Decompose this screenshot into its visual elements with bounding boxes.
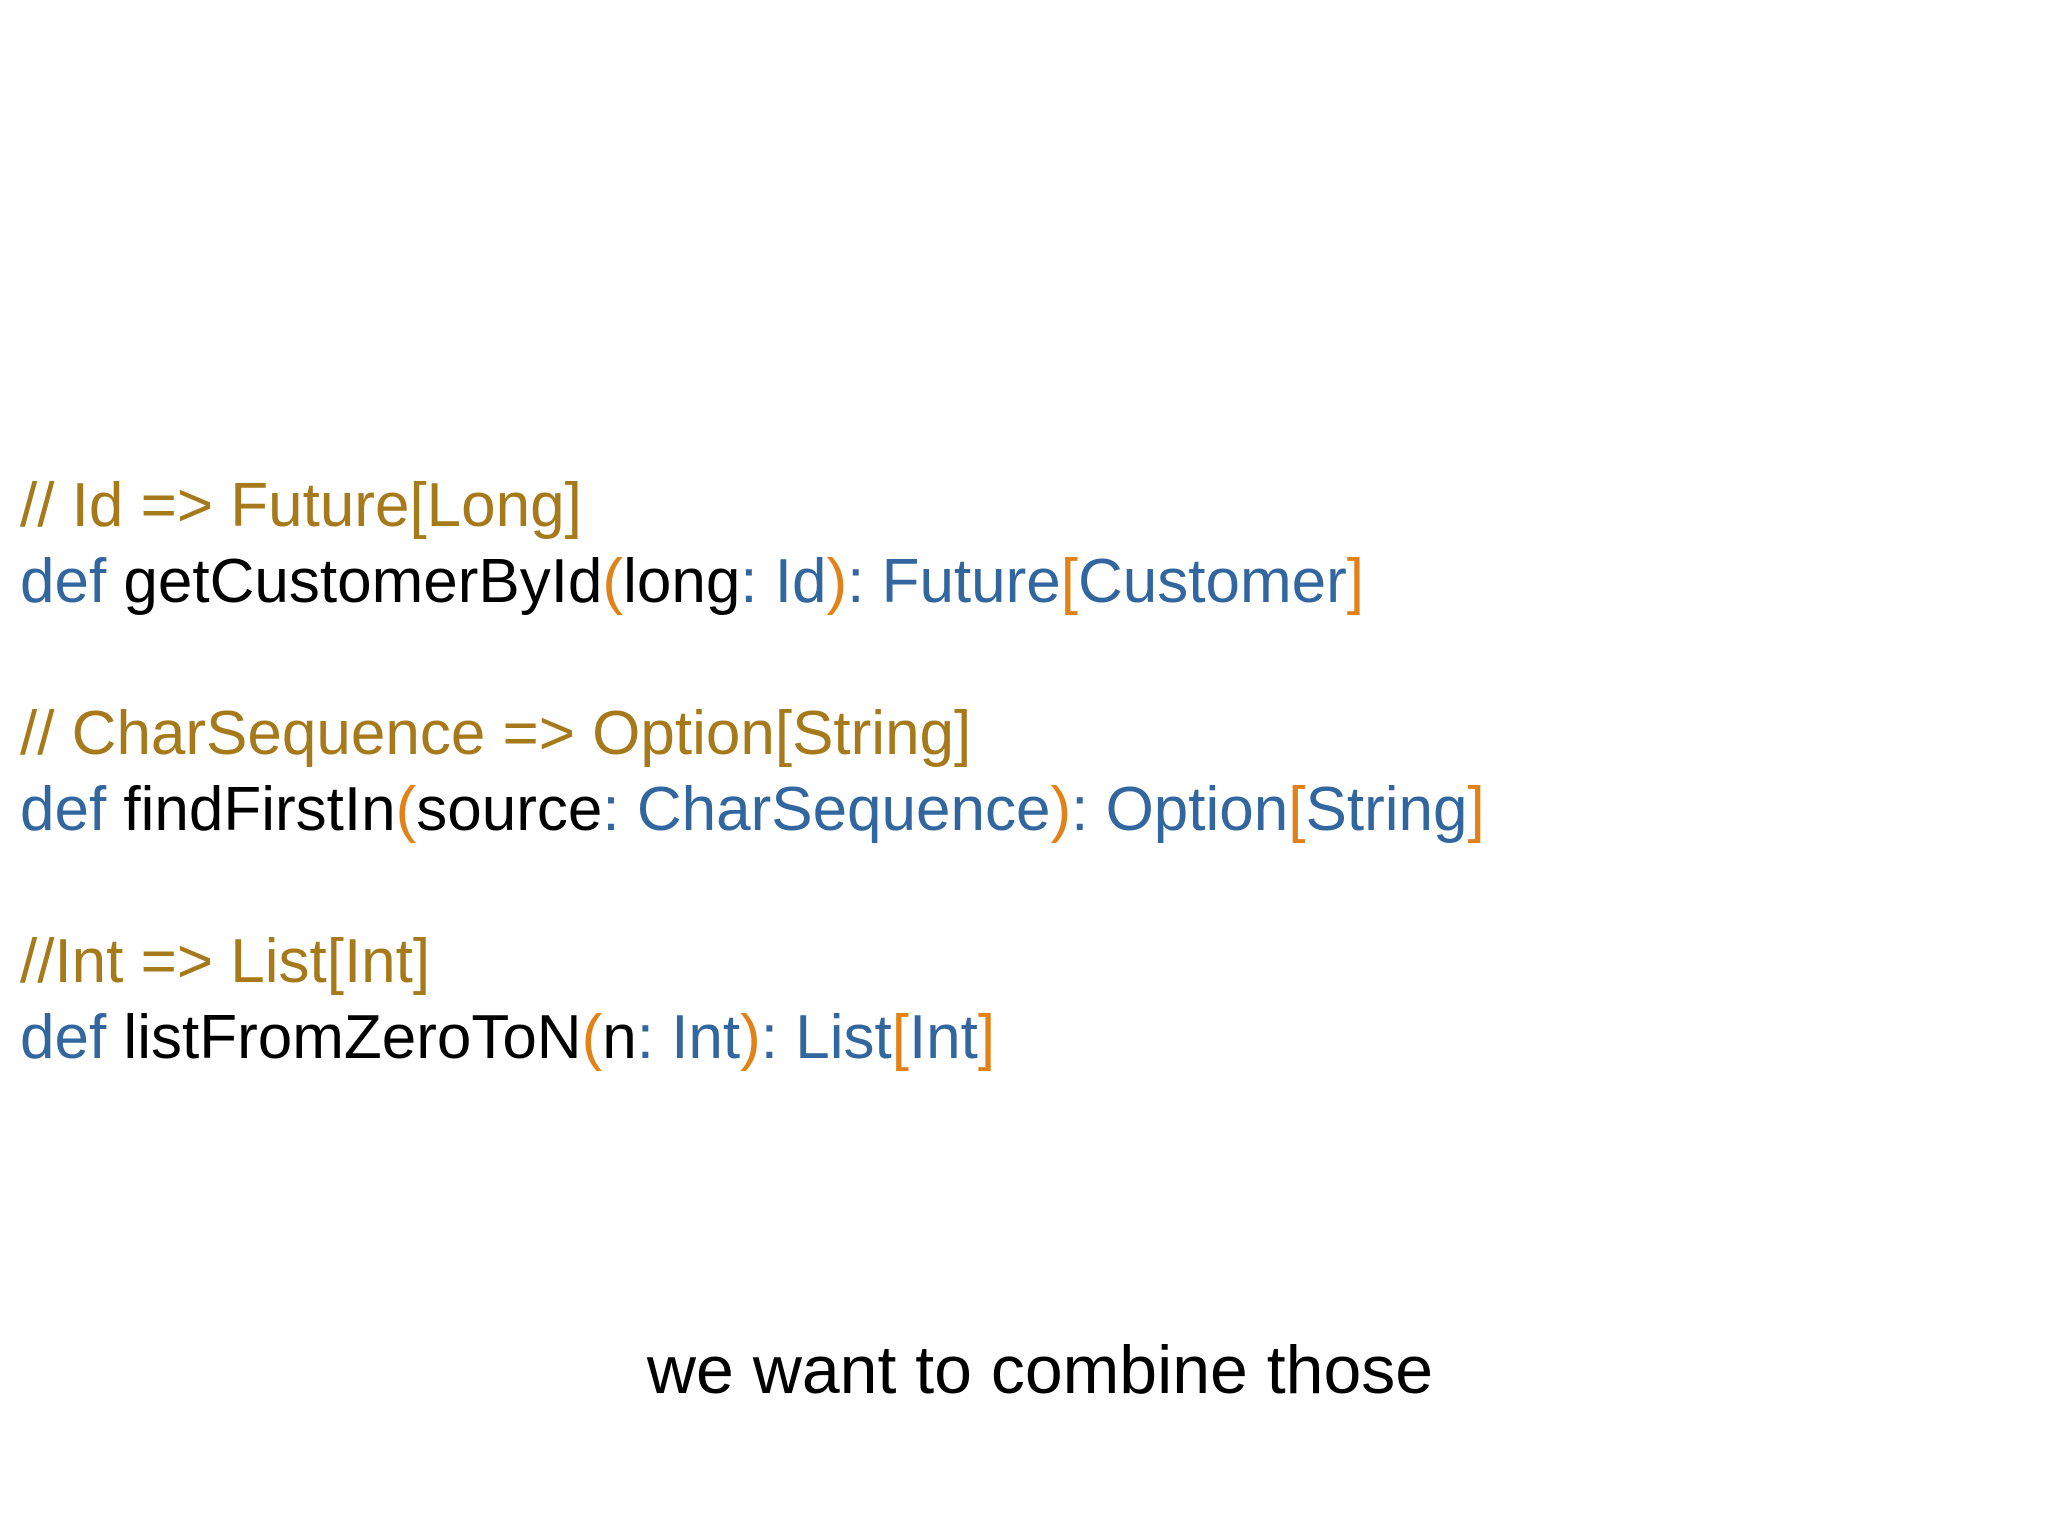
code-token-keyword: def [20, 775, 124, 844]
code-block: // Id => Future[Long]def getCustomerById… [20, 468, 1485, 620]
code-token-bracket: ( [581, 1003, 603, 1072]
code-token-type: Customer [1078, 547, 1347, 616]
code-token-bracket: [ [1288, 775, 1306, 844]
code-token-type: CharSequence [636, 775, 1051, 844]
code-token-bracket: ] [977, 1003, 996, 1072]
code-token-plain: listFromZeroToN [123, 1003, 582, 1072]
code-token-bracket: ( [602, 547, 624, 616]
code-token-type: : [847, 547, 882, 616]
code-token-bracket: ) [1050, 775, 1072, 844]
code-token-type: List [795, 1003, 892, 1072]
code-signature-line: def listFromZeroToN(n: Int): List[Int] [20, 1000, 1485, 1076]
code-token-type: Future [881, 547, 1061, 616]
code-token-bracket: ] [1346, 547, 1364, 616]
code-token-bracket: ) [826, 547, 848, 616]
code-token-plain: findFirstIn [123, 775, 396, 844]
code-token-plain: source [416, 775, 603, 844]
code-block: // CharSequence => Option[String]def fin… [20, 696, 1485, 848]
code-comment-line: //Int => List[Int] [20, 927, 431, 996]
caption-text: we want to combine those [646, 1332, 1434, 1408]
code-token-type: : [602, 775, 637, 844]
code-token-type: : [760, 1003, 796, 1072]
code-token-plain: getCustomerById [123, 547, 603, 616]
code-token-bracket: [ [891, 1003, 909, 1072]
code-token-type: : [636, 1003, 672, 1072]
code-token-plain: n [602, 1003, 637, 1072]
code-token-keyword: def [20, 547, 124, 616]
code-token-bracket: ( [395, 775, 417, 844]
code-token-type: Int [908, 1003, 978, 1072]
code-token-bracket: [ [1060, 547, 1079, 616]
code-token-plain: long [623, 547, 741, 616]
code-token-bracket: ] [1467, 775, 1485, 844]
code-signature-line: def findFirstIn(source: CharSequence): O… [20, 772, 1485, 848]
code-token-type: : [740, 547, 775, 616]
code-comment-line: // CharSequence => Option[String] [20, 699, 972, 768]
code-snippets: // Id => Future[Long]def getCustomerById… [20, 468, 1485, 1076]
code-token-keyword: def [20, 1003, 124, 1072]
code-token-type: Int [671, 1003, 741, 1072]
code-token-type: Option [1105, 775, 1289, 844]
code-signature-line: def getCustomerById(long: Id): Future[Cu… [20, 544, 1485, 620]
code-token-bracket: ) [740, 1003, 761, 1072]
code-token-type: String [1305, 775, 1468, 844]
code-block: //Int => List[Int]def listFromZeroToN(n:… [20, 924, 1485, 1076]
code-token-type: : [1071, 775, 1106, 844]
code-token-type: Id [774, 547, 827, 616]
code-comment-line: // Id => Future[Long] [20, 471, 582, 540]
